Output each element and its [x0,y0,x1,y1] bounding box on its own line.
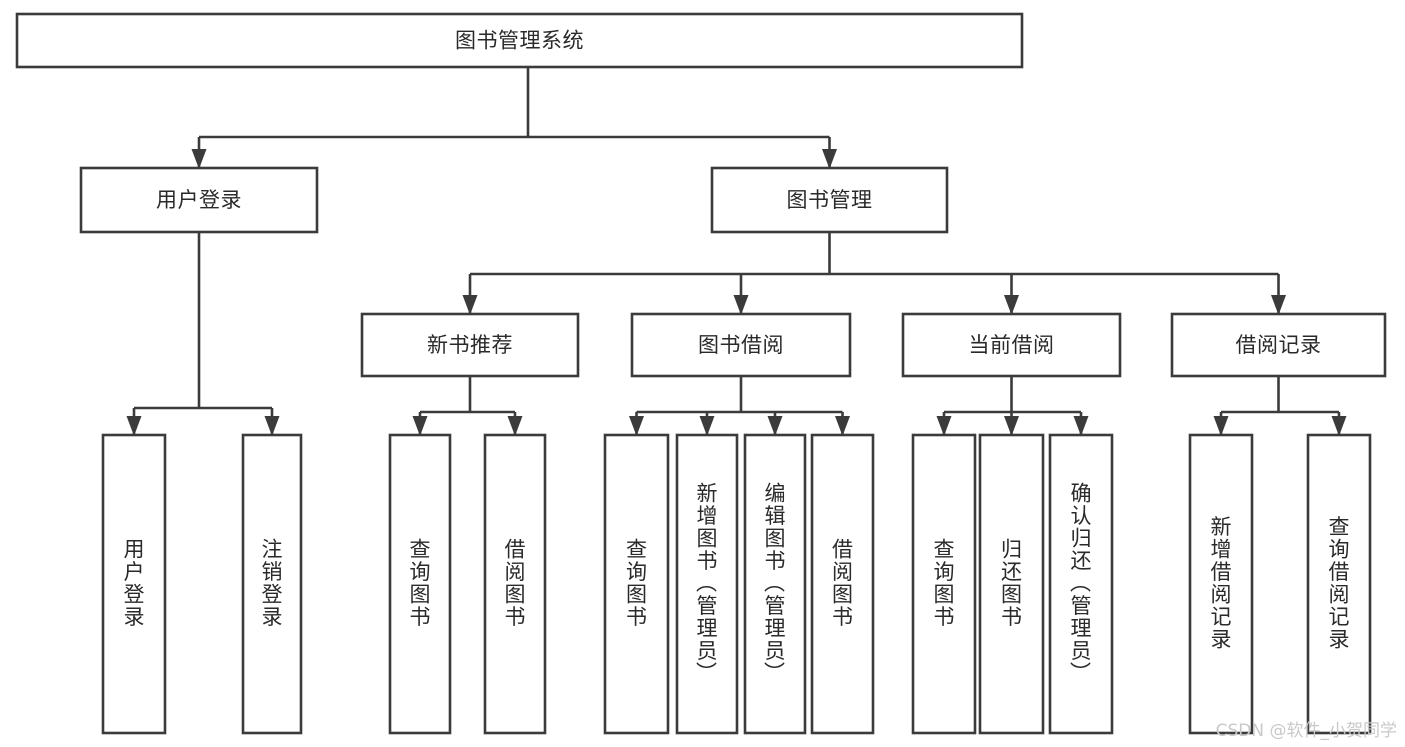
watermark-text: CSDN @软件_小贺同学 [1215,721,1397,741]
node-label: 用户登录 [124,538,145,630]
node-box[interactable] [483,433,547,735]
node-label: 查询图书 [410,538,431,630]
arrow-head [699,416,715,436]
arrow-head [1073,416,1089,436]
arrow-head [733,295,749,315]
node-label: 新书推荐 [427,333,513,357]
arrow-head [462,295,478,315]
node-layer: 图书管理系统用户登录图书管理新书推荐图书借阅当前借阅借阅记录用户登录注销登录查询… [15,12,1387,735]
leaf-node-10[interactable]: 确认归还（管理员） [1048,433,1114,735]
leaf-node-12[interactable]: 查询借阅记录 [1306,433,1372,735]
level2-node-1[interactable]: 图书管理 [710,166,949,234]
leaf-node-7[interactable]: 借阅图书 [810,433,875,735]
arrow-head [1331,416,1347,436]
node-label: 查询图书 [934,538,955,630]
arrow-head [191,149,207,169]
leaf-node-0[interactable]: 用户登录 [101,433,167,735]
node-box[interactable] [388,433,452,735]
leaf-node-4[interactable]: 查询图书 [603,433,670,735]
level3-node-2[interactable]: 当前借阅 [901,312,1122,378]
leaf-node-3[interactable]: 借阅图书 [483,433,547,735]
node-label: 用户登录 [156,188,242,212]
leaf-node-2[interactable]: 查询图书 [388,433,452,735]
arrow-head [1213,416,1229,436]
arrow-head [264,416,280,436]
node-box[interactable] [101,433,167,735]
leaf-node-11[interactable]: 新增借阅记录 [1188,433,1254,735]
node-box[interactable] [1170,312,1387,378]
level3-node-0[interactable]: 新书推荐 [360,312,580,378]
node-box[interactable] [360,312,580,378]
arrow-head [1004,416,1019,436]
node-label: 查询借阅记录 [1329,515,1350,652]
node-box[interactable] [901,312,1122,378]
arrow-head [1271,295,1286,315]
node-box[interactable] [911,433,977,735]
node-box[interactable] [241,433,303,735]
node-label: 新增借阅记录 [1211,515,1232,652]
leaf-node-1[interactable]: 注销登录 [241,433,303,735]
leaf-node-6[interactable]: 编辑图书（管理员） [743,433,807,735]
node-label: 新增图书（管理员） [696,481,718,685]
arrow-head [822,149,837,169]
node-box[interactable] [743,433,807,735]
node-label: 图书管理 [787,188,873,212]
node-box[interactable] [603,433,670,735]
node-label: 查询图书 [626,538,647,630]
node-label: 编辑图书（管理员） [764,481,786,685]
node-label: 借阅图书 [505,538,526,630]
node-box[interactable] [978,433,1045,735]
node-box[interactable] [1306,433,1372,735]
level2-node-0[interactable]: 用户登录 [79,166,319,234]
leaf-node-9[interactable]: 归还图书 [978,433,1045,735]
arrow-head [767,416,783,436]
node-label: 归还图书 [1001,538,1022,630]
connector-layer [126,67,1347,436]
arrow-head [629,416,644,436]
node-box[interactable] [675,433,739,735]
node-box[interactable] [810,433,875,735]
node-box[interactable] [1188,433,1254,735]
node-box[interactable] [710,166,949,234]
arrow-head [1004,295,1019,315]
node-label: 图书管理系统 [455,29,584,53]
node-label: 借阅记录 [1236,333,1322,357]
node-box[interactable] [79,166,319,234]
level3-node-1[interactable]: 图书借阅 [630,312,852,378]
arrow-head [835,416,850,436]
node-box[interactable] [15,12,1024,69]
arrow-head [126,416,142,436]
arrow-head [412,416,428,436]
node-label: 当前借阅 [969,333,1055,357]
leaf-node-5[interactable]: 新增图书（管理员） [675,433,739,735]
node-box[interactable] [1048,433,1114,735]
node-box[interactable] [630,312,852,378]
arrow-head [936,416,952,436]
node-label: 注销登录 [262,538,283,630]
node-label: 确认归还（管理员） [1070,481,1092,685]
node-label: 借阅图书 [832,538,853,630]
level3-node-3[interactable]: 借阅记录 [1170,312,1387,378]
root-node-book-management-system[interactable]: 图书管理系统 [15,12,1024,69]
leaf-node-8[interactable]: 查询图书 [911,433,977,735]
node-label: 图书借阅 [698,333,784,357]
arrow-head [507,416,523,436]
